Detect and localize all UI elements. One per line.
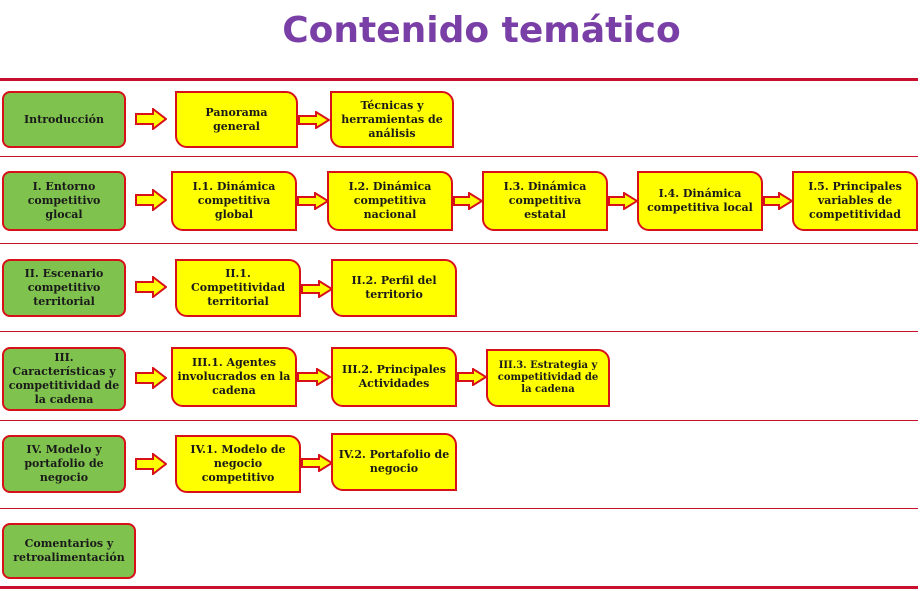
topic-agentes-involucrados: III.1. Agentes involucrados en la cadena bbox=[171, 347, 297, 407]
section-caracteristicas-cadena: III. Características y competitividad de… bbox=[2, 347, 126, 411]
section-escenario-territorial: II. Escenario competitivo territorial bbox=[2, 259, 126, 317]
divider bbox=[0, 156, 918, 157]
topic-dinamica-nacional: I.2. Dinámica competitiva nacional bbox=[327, 171, 453, 231]
topic-variables-competitividad: I.5. Principales variables de competitiv… bbox=[792, 171, 918, 231]
arrow-icon bbox=[763, 192, 793, 210]
section-modelo-portafolio: IV. Modelo y portafolio de negocio bbox=[2, 435, 126, 493]
topic-principales-actividades: III.2. Principales Actividades bbox=[331, 347, 457, 407]
divider bbox=[0, 586, 918, 589]
topic-dinamica-estatal: I.3. Dinámica competitiva estatal bbox=[482, 171, 608, 231]
arrow-icon bbox=[301, 280, 333, 298]
topic-competitividad-territorial: II.1. Competitividad territorial bbox=[175, 259, 301, 317]
divider bbox=[0, 78, 918, 81]
section-comentarios: Comentarios y retroalimentación bbox=[2, 523, 136, 579]
arrow-icon bbox=[297, 368, 331, 386]
topic-perfil-territorio: II.2. Perfil del territorio bbox=[331, 259, 457, 317]
topic-dinamica-local: I.4. Dinámica competitiva local bbox=[637, 171, 763, 231]
arrow-icon bbox=[135, 276, 167, 298]
arrow-icon bbox=[135, 108, 167, 130]
topic-tecnicas-herramientas: Técnicas y herramientas de análisis bbox=[330, 91, 454, 148]
arrow-icon bbox=[135, 189, 167, 211]
arrow-icon bbox=[453, 192, 483, 210]
arrow-icon bbox=[297, 192, 329, 210]
topic-panorama-general: Panorama general bbox=[175, 91, 298, 148]
divider bbox=[0, 243, 918, 244]
topic-modelo-negocio: IV.1. Modelo de negocio competitivo bbox=[175, 435, 301, 493]
section-introduccion: Introducción bbox=[2, 91, 126, 148]
arrow-icon bbox=[298, 111, 330, 129]
arrow-icon bbox=[301, 454, 333, 472]
divider bbox=[0, 331, 918, 332]
arrow-icon bbox=[135, 453, 167, 475]
divider bbox=[0, 508, 918, 509]
divider bbox=[0, 420, 918, 421]
page-title: Contenido temático bbox=[282, 10, 681, 51]
topic-dinamica-global: I.1. Dinámica competitiva global bbox=[171, 171, 297, 231]
topic-portafolio-negocio: IV.2. Portafolio de negocio bbox=[331, 433, 457, 491]
section-entorno-competitivo: I. Entorno competitivo glocal bbox=[2, 171, 126, 231]
topic-estrategia-cadena: III.3. Estrategia y competitividad de la… bbox=[486, 349, 610, 407]
arrow-icon bbox=[457, 368, 487, 386]
arrow-icon bbox=[135, 367, 167, 389]
arrow-icon bbox=[608, 192, 638, 210]
